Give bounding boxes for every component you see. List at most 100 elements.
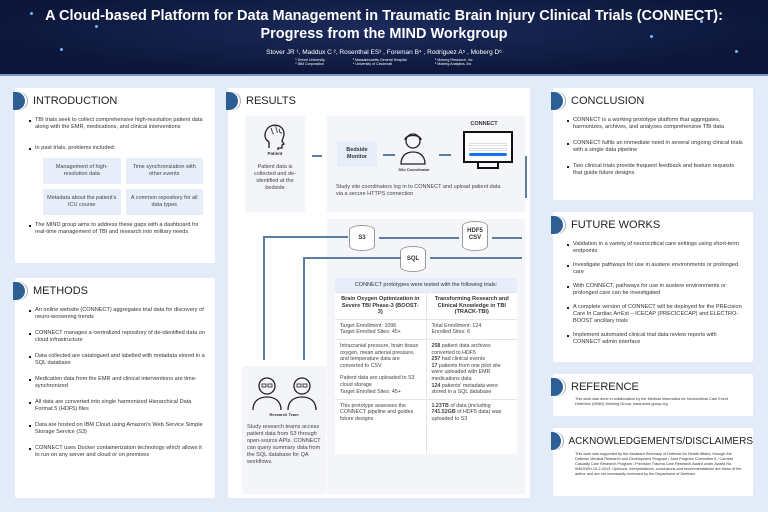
connector-line xyxy=(525,156,527,198)
authors: Stover JR ¹, Maddux C ², Rosenthal ES³ ,… xyxy=(266,49,502,56)
site-coordinator-icon xyxy=(400,133,426,165)
sql-label: SQL xyxy=(406,256,420,262)
bullet: CONNECT fulfils an immediate need in sev… xyxy=(567,140,743,153)
research-team-label: Research Team xyxy=(269,412,299,417)
upload-text: Study site coordinators log in to CONNEC… xyxy=(336,184,501,197)
bedside-monitor: Bedside Monitor xyxy=(337,141,377,167)
cell-text: of data (including xyxy=(448,402,491,409)
arrow-icon xyxy=(439,154,451,156)
bullet: An online website (CONNECT) aggregates t… xyxy=(29,307,204,320)
bullet: CONNECT is a working prototype platform … xyxy=(567,117,743,131)
patient-label: Patient xyxy=(267,151,283,156)
bold-value: 1.23TB xyxy=(431,402,449,409)
section-marker-icon xyxy=(13,282,25,300)
bold-value: 17 xyxy=(431,362,438,369)
cell-line: Intracranial pressure, brain tissue oxyg… xyxy=(340,342,419,369)
section-title: METHODS xyxy=(33,285,88,297)
cell-text: of HDF5 data) was uploaded to S3 xyxy=(431,409,502,422)
bullet: All data are converted into single harmo… xyxy=(29,399,205,413)
cell-line: Target Enrollment: 1096 xyxy=(340,322,397,329)
arrow-icon xyxy=(379,237,459,239)
poster-header: A Cloud-based Platform for Data Manageme… xyxy=(0,0,768,76)
bullet: The MIND group aims to address these gap… xyxy=(29,222,205,236)
title-line-1: A Cloud-based Platform for Data Manageme… xyxy=(45,8,723,24)
trials-table: CONNECT prototypes were tested with the … xyxy=(335,278,517,455)
section-marker-icon xyxy=(226,92,238,110)
upload-box: Bedside Monitor Site Coordinator CONNECT… xyxy=(327,116,525,212)
problem-cell: Management of high-resolution data xyxy=(43,158,121,184)
table-caption: CONNECT prototypes were tested with the … xyxy=(335,278,517,292)
cell-text: patients from one pilot site were upload… xyxy=(431,362,501,382)
arrow-icon xyxy=(383,154,395,156)
connector-line xyxy=(303,257,305,360)
problem-cell: Time synchronization with other events xyxy=(125,158,203,184)
section-marker-icon xyxy=(551,378,563,396)
patient-head-icon xyxy=(264,124,285,150)
cell-line: Patient data are uploaded to S3 cloud st… xyxy=(340,375,415,388)
bullet: A complete version of CONNECT will be de… xyxy=(567,304,742,324)
cell-line: Enrolled Sites: 6 xyxy=(431,329,471,336)
research-team-icon xyxy=(252,377,317,410)
table-cell: 1.23TB of data (including 741.52GB of HD… xyxy=(425,398,517,455)
cell-text: patient data archives converted to HDF5 xyxy=(431,342,491,356)
section-marker-icon xyxy=(13,92,25,110)
cell-text: had clinical events xyxy=(440,356,486,363)
hdf5-label: HDF5 xyxy=(467,228,483,234)
patient-box: Patient Patient data is collected and de… xyxy=(245,116,305,212)
section-title: CONCLUSION xyxy=(571,95,645,107)
csv-label: CSV xyxy=(468,235,482,241)
bullet: With CONNECT, pathways for use in auster… xyxy=(567,283,743,297)
table-cell: 258 patient data archives converted to H… xyxy=(425,338,517,400)
reference-panel: REFERENCE This work was done in collabor… xyxy=(551,374,753,416)
acknowledgements-text: This work was supported by the Assistant… xyxy=(575,452,742,476)
cell-text: patients' metadata were stored in a SQL … xyxy=(431,382,498,396)
connector-line xyxy=(263,236,265,360)
introduction-panel: INTRODUCTION TBI trials seek to collect … xyxy=(13,88,215,263)
cell-line: 258 patient data archives converted to H… xyxy=(432,343,513,356)
bullet: Data are hosted on IBM Cloud using Amazo… xyxy=(29,422,205,436)
connect-monitor-icon xyxy=(463,131,513,163)
bullet: Two clinical trials provide frequent fee… xyxy=(567,163,743,177)
table-cell: Intracranial pressure, brain tissue oxyg… xyxy=(335,338,426,400)
arrow-icon xyxy=(312,155,322,157)
section-title: RESULTS xyxy=(246,95,296,107)
connector-line xyxy=(263,236,348,238)
affiliation: ¹ Drexel University xyxy=(295,58,325,62)
bullet: Medication data from the EMR and clinica… xyxy=(29,376,205,390)
research-team-box: Research Team Study research teams acces… xyxy=(242,366,326,494)
bullet: Investigate pathways for use in austere … xyxy=(567,262,743,276)
section-marker-icon xyxy=(551,216,563,234)
affiliation: ⁴ University of Cincinnati xyxy=(352,62,392,66)
cell-line: Target Enrolled Sites: 45+ xyxy=(340,329,401,336)
section-title: REFERENCE xyxy=(571,381,639,393)
title-line-2: Progress from the MIND Workgroup xyxy=(260,26,508,42)
section-marker-icon xyxy=(551,92,563,110)
section-title: INTRODUCTION xyxy=(33,95,118,107)
cell-line: 17 patients from one pilot site were upl… xyxy=(432,363,513,383)
bullet: Implement automated clinical trial data … xyxy=(567,332,743,346)
cell-line: Target Enrolled Sites: 45+ xyxy=(340,388,401,395)
table-header: Transforming Research and Clinical Knowl… xyxy=(425,292,517,320)
affiliation: ² IBM Corporation xyxy=(295,62,324,66)
research-team-text: Study research teams access patient data… xyxy=(247,424,321,465)
cell-line: 124 patients' metadata were stored in a … xyxy=(432,383,513,396)
monitor-stand-icon xyxy=(477,163,499,169)
s3-database-icon: S3 xyxy=(349,225,375,251)
bold-value: 257 xyxy=(431,356,441,363)
site-coordinator-label: Site Coordinator xyxy=(398,167,430,172)
future-works-panel: FUTURE WORKS Validation in a variety of … xyxy=(551,212,753,362)
section-marker-icon xyxy=(551,432,561,450)
s3-label: S3 xyxy=(358,235,366,241)
arrow-icon xyxy=(492,237,522,239)
sql-database-icon: SQL xyxy=(400,246,426,272)
conclusion-panel: CONCLUSION CONNECT is a working prototyp… xyxy=(551,88,753,200)
cell-line: Total Enrollment: 124 xyxy=(431,322,482,329)
problems-grid: Management of high-resolution data Time … xyxy=(43,158,203,215)
bullet: CONNECT manages a centralized repository… xyxy=(29,330,205,343)
bullet: Validation in a variety of neurocritical… xyxy=(567,241,743,255)
bullet: CONNECT uses Docker containerization tec… xyxy=(29,445,205,459)
section-title: ACKNOWLEDGEMENTS/DISCLAIMERS xyxy=(568,435,753,447)
